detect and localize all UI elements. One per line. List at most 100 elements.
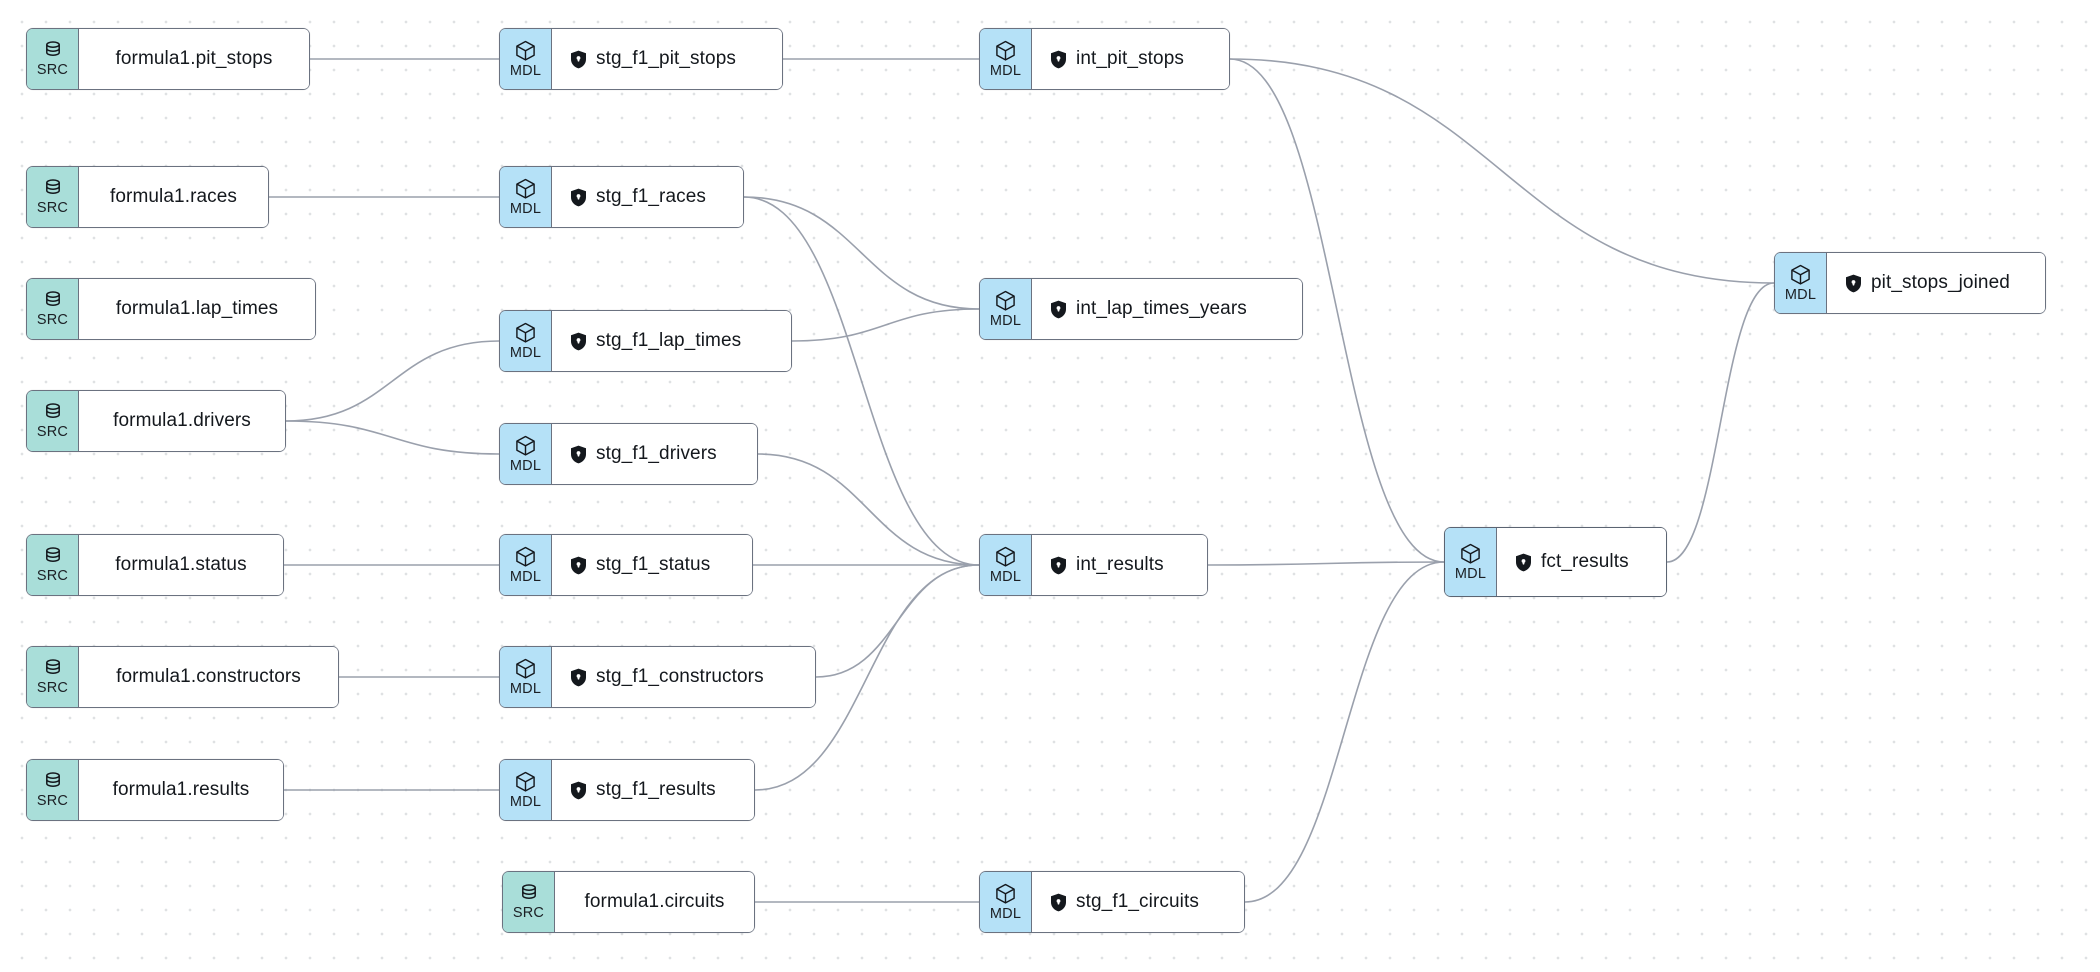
src-type-badge: SRC — [27, 279, 79, 339]
graph-node-int_lap_times_years[interactable]: MDL int_lap_times_years — [979, 278, 1303, 340]
shield-lock-icon — [570, 332, 587, 351]
mdl-type-badge: MDL — [980, 279, 1032, 339]
edge-src_drivers-to-stg_drivers — [285, 420, 500, 455]
src-type-badge: SRC — [503, 872, 555, 932]
database-cylinder-icon — [519, 883, 539, 904]
database-cylinder-icon — [43, 546, 63, 567]
node-body: formula1.pit_stops — [79, 29, 309, 89]
cube-icon — [995, 40, 1016, 62]
shield-lock-icon — [1050, 50, 1067, 69]
edge-stg_lap_times-to-int_lap_times_years — [791, 308, 980, 342]
node-body: stg_f1_pit_stops — [552, 29, 782, 89]
database-cylinder-icon — [43, 658, 63, 679]
cube-icon — [995, 883, 1016, 905]
cube-icon — [995, 546, 1016, 568]
shield-lock-icon — [570, 556, 587, 575]
database-cylinder-icon — [43, 290, 63, 311]
shield-lock-icon — [570, 781, 587, 800]
graph-node-src_constructors[interactable]: SRC formula1.constructors — [26, 646, 339, 708]
shield-lock-icon — [1845, 274, 1862, 293]
node-body: pit_stops_joined — [1827, 253, 2045, 313]
graph-node-src_lap_times[interactable]: SRC formula1.lap_times — [26, 278, 316, 340]
node-label: formula1.pit_stops — [115, 48, 273, 69]
mdl-type-badge: MDL — [500, 311, 552, 371]
node-body: formula1.results — [79, 760, 283, 820]
edge-int_results-to-fct_results — [1207, 561, 1445, 566]
node-kind-label: SRC — [512, 905, 545, 922]
graph-node-int_results[interactable]: MDL int_results — [979, 534, 1208, 596]
mdl-type-badge: MDL — [980, 535, 1032, 595]
shield-lock-icon — [1515, 553, 1532, 572]
node-body: formula1.status — [79, 535, 283, 595]
shield-lock-icon — [570, 188, 587, 207]
node-body: formula1.drivers — [79, 391, 285, 451]
node-kind-label: MDL — [989, 62, 1022, 79]
cube-icon — [515, 322, 536, 344]
edge-src_drivers-to-stg_lap_times — [285, 340, 500, 422]
shield-lock-icon — [1050, 893, 1067, 912]
node-label: stg_f1_results — [596, 779, 716, 800]
mdl-type-badge: MDL — [500, 29, 552, 89]
node-kind-label: SRC — [36, 62, 69, 79]
graph-node-stg_results[interactable]: MDL stg_f1_results — [499, 759, 755, 821]
node-label: stg_f1_constructors — [596, 666, 764, 687]
edge-int_pit_stops-to-pit_stops_joined — [1229, 58, 1775, 284]
cube-icon — [995, 290, 1016, 312]
node-label: int_lap_times_years — [1076, 298, 1247, 319]
cube-icon — [515, 435, 536, 457]
node-label: formula1.drivers — [113, 410, 251, 431]
mdl-type-badge: MDL — [980, 872, 1032, 932]
mdl-type-badge: MDL — [500, 760, 552, 820]
cube-icon — [515, 658, 536, 680]
graph-node-stg_pit_stops[interactable]: MDL stg_f1_pit_stops — [499, 28, 783, 90]
node-kind-label: SRC — [36, 200, 69, 217]
node-kind-label: SRC — [36, 793, 69, 810]
node-body: fct_results — [1497, 528, 1666, 596]
node-kind-label: MDL — [1454, 565, 1487, 582]
src-type-badge: SRC — [27, 391, 79, 451]
node-label: int_results — [1076, 554, 1164, 575]
src-type-badge: SRC — [27, 167, 79, 227]
node-label: stg_f1_pit_stops — [596, 48, 736, 69]
graph-node-src_races[interactable]: SRC formula1.races — [26, 166, 269, 228]
graph-node-stg_lap_times[interactable]: MDL stg_f1_lap_times — [499, 310, 792, 372]
node-kind-label: MDL — [989, 905, 1022, 922]
node-kind-label: SRC — [36, 424, 69, 441]
node-label: formula1.lap_times — [115, 298, 279, 319]
mdl-type-badge: MDL — [500, 167, 552, 227]
node-kind-label: SRC — [36, 680, 69, 697]
node-body: stg_f1_drivers — [552, 424, 757, 484]
graph-node-src_pit_stops[interactable]: SRC formula1.pit_stops — [26, 28, 310, 90]
cube-icon — [1790, 264, 1811, 286]
edge-stg_races-to-int_results — [743, 196, 980, 566]
graph-node-src_drivers[interactable]: SRC formula1.drivers — [26, 390, 286, 452]
shield-lock-icon — [570, 445, 587, 464]
node-label: stg_f1_status — [596, 554, 711, 575]
node-body: formula1.constructors — [79, 647, 338, 707]
node-label: stg_f1_lap_times — [596, 330, 742, 351]
edge-fct_results-to-pit_stops_joined — [1666, 282, 1775, 563]
node-label: formula1.constructors — [116, 666, 301, 687]
node-label: stg_f1_drivers — [596, 443, 717, 464]
database-cylinder-icon — [43, 771, 63, 792]
graph-node-fct_results[interactable]: MDL fct_results — [1444, 527, 1667, 597]
node-body: int_lap_times_years — [1032, 279, 1302, 339]
node-body: stg_f1_results — [552, 760, 754, 820]
shield-lock-icon — [570, 668, 587, 687]
edge-stg_drivers-to-int_results — [757, 453, 980, 566]
cube-icon — [515, 771, 536, 793]
graph-node-src_results[interactable]: SRC formula1.results — [26, 759, 284, 821]
node-body: formula1.races — [79, 167, 268, 227]
src-type-badge: SRC — [27, 535, 79, 595]
